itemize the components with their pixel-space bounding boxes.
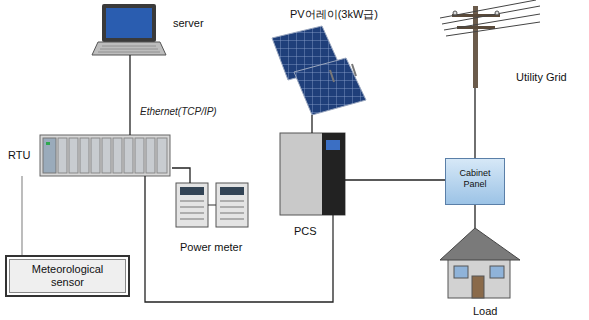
house-icon — [440, 228, 520, 298]
utility-grid: Utility Grid — [438, 3, 583, 88]
power-meter-icons — [176, 183, 248, 227]
rtu-unit: RTU — [8, 135, 172, 176]
power-meter: Power meter — [174, 183, 255, 256]
pv-array-icon — [272, 26, 366, 115]
rtu-led — [46, 142, 50, 145]
house-roof — [440, 228, 520, 260]
meter-link-wire — [208, 205, 216, 206]
pv-stand — [330, 64, 356, 82]
meter-body — [216, 183, 248, 227]
node-label: PV어레이(3kW급) — [290, 8, 378, 21]
meter-display — [180, 187, 204, 195]
pcs-body — [280, 133, 345, 215]
connector-line — [129, 55, 130, 135]
cabinet-panel: Cabinet Panel — [445, 158, 505, 205]
pcs-wire-stub — [332, 215, 333, 240]
connector-line — [345, 179, 445, 180]
house-window — [490, 266, 504, 278]
pcs-unit: PCS — [278, 133, 345, 240]
connector-line — [145, 176, 333, 302]
node-label: Power meter — [180, 241, 242, 254]
power-wires — [440, 0, 540, 36]
house-wall — [448, 258, 510, 298]
edge-label: Ethernet(TCP/IP) — [138, 106, 219, 118]
node-label: RTU — [8, 149, 30, 162]
pv-panel — [294, 58, 366, 115]
node-label: server — [173, 17, 204, 30]
pcs-device — [280, 133, 345, 240]
pcs-display — [326, 140, 340, 150]
laptop-screen — [102, 4, 156, 42]
connector-line — [474, 88, 475, 158]
node-label: Utility Grid — [516, 71, 567, 84]
node-label: PCS — [294, 225, 317, 238]
meter-display — [220, 187, 244, 195]
house-window — [454, 266, 468, 278]
pcs-panel — [322, 133, 345, 215]
laptop-icon — [92, 4, 166, 55]
node-label: Cabinet Panel — [446, 168, 504, 190]
connector-line — [172, 168, 190, 183]
rtu-power-module — [43, 138, 56, 173]
laptop-base — [92, 42, 166, 55]
connector-line — [21, 176, 22, 255]
laptop-display — [106, 8, 152, 38]
sensor-box: Meteorological sensor — [5, 255, 130, 297]
meter-rows — [180, 201, 204, 219]
insulator — [495, 11, 499, 15]
meter-body — [176, 183, 208, 227]
node-label: Meteorological sensor — [7, 263, 128, 289]
laptop-keys — [98, 46, 160, 52]
rtu-rack — [40, 135, 170, 176]
load: Load — [438, 228, 530, 320]
meter-rows — [220, 201, 244, 219]
insulator — [453, 11, 457, 15]
pv-array: PV어레이(3kW급) — [262, 2, 407, 115]
server-icon: server — [93, 3, 215, 55]
house-door — [472, 276, 484, 298]
rtu-modules — [58, 138, 167, 173]
rtu-device — [40, 135, 170, 176]
connector-line — [311, 115, 312, 133]
connector-line — [474, 205, 475, 228]
node-label: Load — [473, 305, 497, 318]
